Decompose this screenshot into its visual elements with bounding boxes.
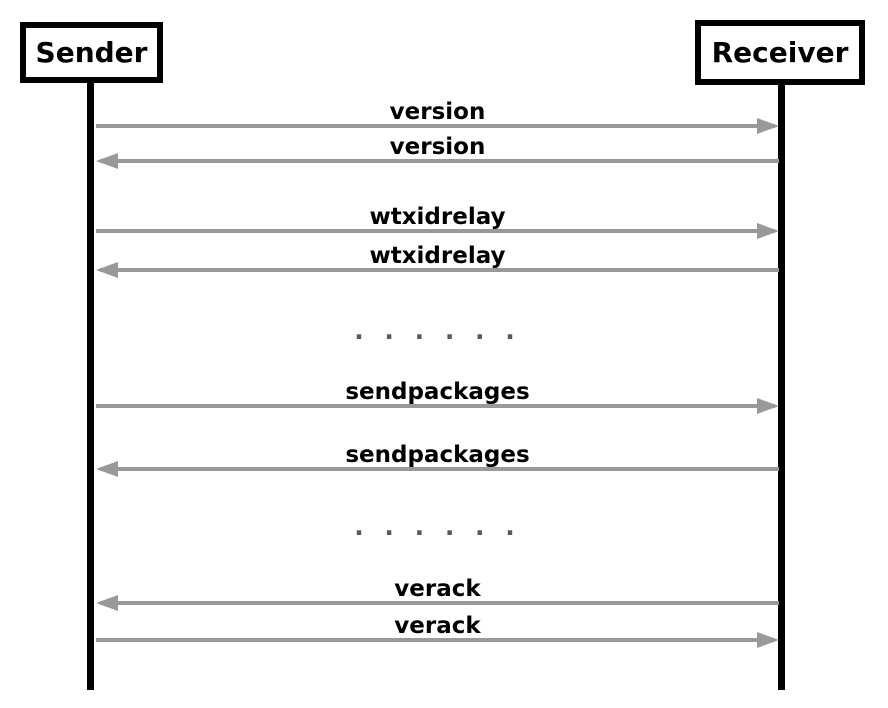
arrowhead-right-icon xyxy=(757,118,779,134)
message-line xyxy=(100,268,779,272)
actor-receiver-box: Receiver xyxy=(695,20,865,85)
message-line xyxy=(100,467,779,471)
message-line xyxy=(96,404,775,408)
message-wtxidrelay-to-sender: wtxidrelay xyxy=(96,242,779,278)
message-label: wtxidrelay xyxy=(369,204,506,230)
message-version-to-receiver: version xyxy=(96,98,779,134)
message-sendpackages-to-receiver: sendpackages xyxy=(96,378,779,414)
actor-sender-box: Sender xyxy=(20,22,163,83)
actor-sender-label: Sender xyxy=(35,36,148,69)
message-sendpackages-to-sender: sendpackages xyxy=(96,441,779,477)
arrowhead-left-icon xyxy=(96,262,118,278)
message-wtxidrelay-to-receiver: wtxidrelay xyxy=(96,203,779,239)
arrowhead-right-icon xyxy=(757,632,779,648)
receiver-lifeline xyxy=(778,82,785,690)
message-label: sendpackages xyxy=(345,442,530,468)
arrowhead-left-icon xyxy=(96,461,118,477)
message-version-to-sender: version xyxy=(96,133,779,169)
message-verack-to-sender: verack xyxy=(96,575,779,611)
message-verack-to-receiver: verack xyxy=(96,612,779,648)
message-line xyxy=(96,124,775,128)
message-line xyxy=(96,229,775,233)
message-label: wtxidrelay xyxy=(369,243,506,269)
message-label: verack xyxy=(394,576,481,602)
arrowhead-left-icon xyxy=(96,595,118,611)
message-label: version xyxy=(389,134,486,160)
message-label: verack xyxy=(394,613,481,639)
actor-receiver-label: Receiver xyxy=(711,36,849,69)
message-label: version xyxy=(389,99,486,125)
message-label: sendpackages xyxy=(345,379,530,405)
message-line xyxy=(100,159,779,163)
sender-lifeline xyxy=(87,80,94,690)
arrowhead-right-icon xyxy=(757,223,779,239)
ellipsis-gap: . . . . . . xyxy=(354,316,521,345)
ellipsis-gap: . . . . . . xyxy=(354,512,521,541)
arrowhead-right-icon xyxy=(757,398,779,414)
message-line xyxy=(100,601,779,605)
arrowhead-left-icon xyxy=(96,153,118,169)
message-line xyxy=(96,638,775,642)
